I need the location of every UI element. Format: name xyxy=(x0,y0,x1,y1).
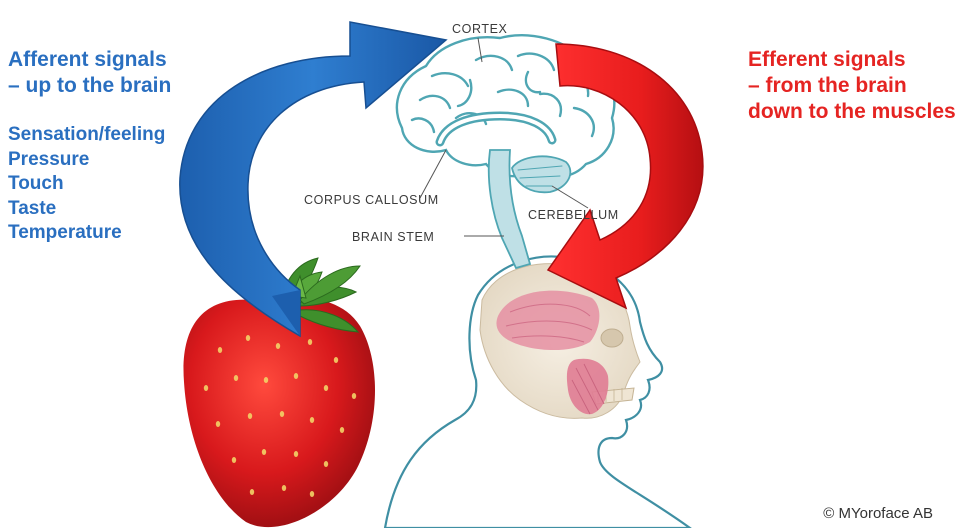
efferent-heading: Efferent signals – from the brain down t… xyxy=(748,47,956,125)
corpus-callosum-label: CORPUS CALLOSUM xyxy=(304,193,439,207)
efferent-heading-line: down to the muscles xyxy=(748,99,956,125)
afferent-heading: Afferent signals – up to the brain xyxy=(8,47,171,99)
efferent-heading-line: – from the brain xyxy=(748,73,956,99)
cortex-label: CORTEX xyxy=(452,22,507,36)
red-curved-arrow-icon xyxy=(548,44,703,308)
efferent-heading-line: Efferent signals xyxy=(748,47,956,73)
list-item: Taste xyxy=(8,197,165,222)
afferent-heading-line: – up to the brain xyxy=(8,73,171,99)
afferent-heading-line: Afferent signals xyxy=(8,47,171,73)
cerebellum-label: CEREBELLUM xyxy=(528,208,619,222)
brain-stem-label: BRAIN STEM xyxy=(352,230,434,244)
list-item: Sensation/feeling xyxy=(8,123,165,148)
list-item: Temperature xyxy=(8,221,165,246)
afferent-signal-list: Sensation/feeling Pressure Touch Taste T… xyxy=(8,123,165,246)
copyright-notice: © MYoroface AB xyxy=(823,505,933,522)
list-item: Pressure xyxy=(8,148,165,173)
list-item: Touch xyxy=(8,172,165,197)
head-silhouette-icon xyxy=(385,257,690,528)
